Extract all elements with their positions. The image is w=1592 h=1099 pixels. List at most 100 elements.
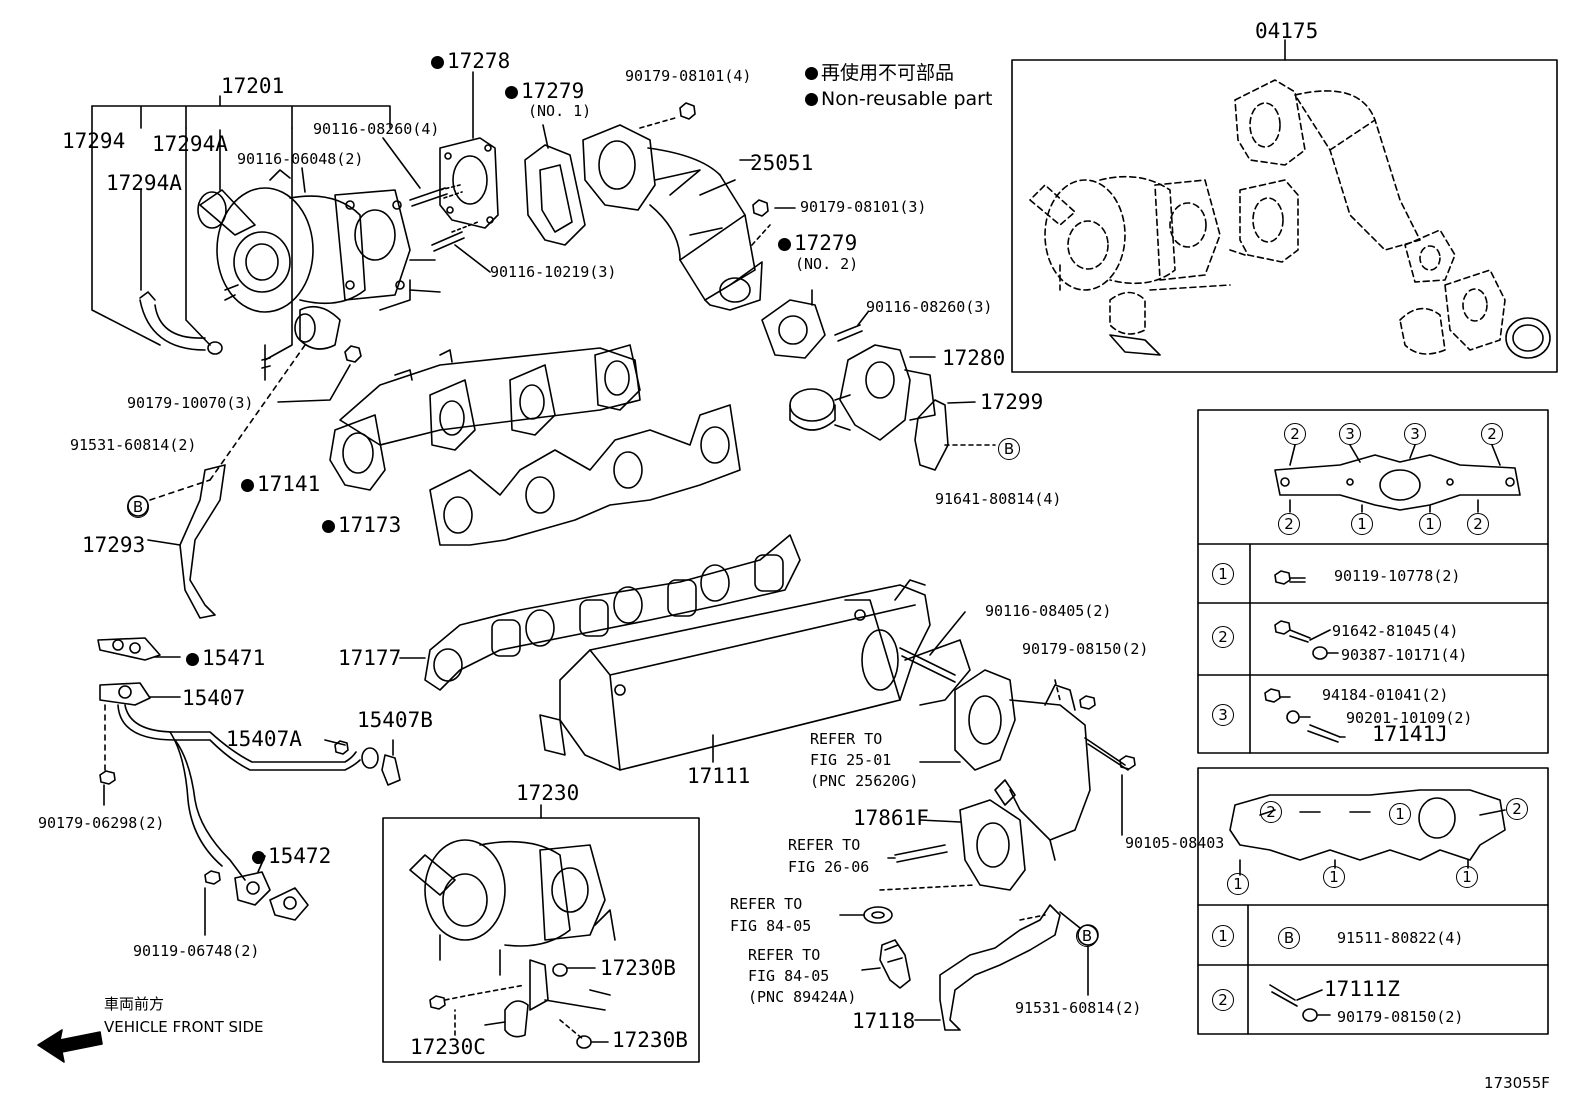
part-label-17230b-2: 17230B — [612, 1028, 688, 1052]
assembly-04175-art — [1029, 79, 1506, 355]
table2-circle: 1 — [1456, 865, 1478, 888]
part-label-17230: 17230 — [516, 781, 580, 805]
part-label-90116-10219: 90116-10219(3) — [490, 263, 617, 281]
part-label-17111: 17111 — [687, 764, 751, 788]
part-label-90116-08260-4: 90116-08260(4) — [313, 120, 440, 138]
gasket-17173-art — [429, 404, 741, 546]
part-label-17118: 17118 — [852, 1009, 916, 1033]
table1-row-key: 2 — [1212, 625, 1234, 648]
table2-circle: 2 — [1260, 800, 1282, 823]
part-label-15407b: 15407B — [357, 708, 433, 732]
refer-26-06-line2: FIG 26-06 — [788, 858, 870, 876]
non-reusable-dot-icon — [186, 653, 199, 666]
table1-circle: 3 — [1339, 422, 1361, 445]
table1-row-key: 1 — [1212, 562, 1234, 585]
figure-id: 173055F — [1484, 1074, 1550, 1092]
part-label-17201: 17201 — [221, 74, 285, 98]
part-label-17278: 17278 — [431, 50, 510, 72]
part-label-17173: 17173 — [322, 514, 401, 536]
part-label-15407a: 15407A — [226, 727, 302, 751]
part-label-17279-no2: 17279 — [778, 232, 857, 254]
part-label-90179-08150: 90179-08150(2) — [1022, 640, 1149, 658]
non-reusable-dot-icon — [505, 86, 518, 99]
part-label-17230b: 17230B — [600, 956, 676, 980]
legend-jp: 再使用不可部品 — [805, 62, 954, 84]
non-reusable-dot-icon — [322, 520, 335, 533]
table2-circle: 1 — [1323, 865, 1345, 888]
part-label-17294: 17294 — [62, 129, 126, 153]
part-label-17299: 17299 — [980, 390, 1044, 414]
part-label-25051: 25051 — [750, 151, 814, 175]
turbocharger-17201-art — [91, 95, 479, 381]
b-marker: B — [127, 495, 149, 518]
refer-25-01-line2: FIG 25-01 — [810, 751, 892, 769]
part-label-90116-06048: 90116-06048(2) — [237, 150, 364, 168]
cooler-17111-art — [539, 579, 971, 771]
b-marker: B — [998, 437, 1020, 460]
part-label-17177: 17177 — [338, 646, 402, 670]
part-label-17294a: 17294A — [152, 132, 228, 156]
part-label-90119-06748: 90119-06748(2) — [133, 942, 260, 960]
part-label-90105-08403: 90105-08403 — [1125, 834, 1225, 852]
part-label-17280: 17280 — [942, 346, 1006, 370]
part-label-no2: (NO. 2) — [795, 255, 859, 273]
b-marker: B — [1076, 924, 1098, 947]
refer-25-01-line1: REFER TO — [810, 730, 883, 748]
part-label-15471: 15471 — [186, 647, 265, 669]
part-label-90179-06298: 90179-06298(2) — [38, 814, 165, 832]
non-reusable-dot-icon — [805, 67, 818, 80]
table1-part-91642-81045: 91642-81045(4) — [1332, 622, 1459, 640]
non-reusable-dot-icon — [805, 93, 818, 106]
table2-part-90179-08150: 90179-08150(2) — [1337, 1008, 1464, 1026]
table2-circle: 1 — [1227, 872, 1249, 895]
refer-84-05b-line3: (PNC 89424A) — [748, 988, 857, 1006]
refer-84-05b-line1: REFER TO — [748, 946, 821, 964]
table1-circle: 2 — [1467, 512, 1489, 535]
refer-84-05b-line2: FIG 84-05 — [748, 967, 830, 985]
part-label-17141: 17141 — [241, 473, 320, 495]
part-label-17294a-2: 17294A — [106, 171, 182, 195]
refer-25-01-line3: (PNC 25620G) — [810, 772, 919, 790]
non-reusable-dot-icon — [778, 238, 791, 251]
egr-elbow-art — [954, 669, 1091, 891]
refer-26-06-line1: REFER TO — [788, 836, 861, 854]
part-label-90179-08101-3: 90179-08101(3) — [800, 198, 927, 216]
legend-en: Non-reusable part — [805, 88, 992, 110]
turbocharger-17230-art — [409, 839, 616, 1038]
table1-part-94184-01041: 94184-01041(2) — [1322, 686, 1449, 704]
table2-row-key: 1 — [1212, 924, 1234, 947]
table1-circle: 2 — [1278, 512, 1300, 535]
table2-b-marker: B — [1278, 926, 1300, 949]
table2-part-17111z: 17111Z — [1324, 977, 1400, 1001]
table1-part-90119-10778: 90119-10778(2) — [1334, 567, 1461, 585]
table2-circle: 1 — [1389, 802, 1411, 825]
valve-17280-art — [789, 344, 936, 441]
part-label-17230c: 17230C — [410, 1035, 486, 1059]
part-label-17861f: 17861F — [853, 806, 929, 830]
non-reusable-dot-icon — [431, 56, 444, 69]
gasket-17177-art — [424, 534, 801, 691]
part-label-91641-80814: 91641-80814(4) — [935, 490, 1062, 508]
non-reusable-dot-icon — [252, 851, 265, 864]
table1-circle: 3 — [1404, 422, 1426, 445]
table1-part-90201-10109: 90201-10109(2) — [1346, 709, 1473, 727]
part-label-91531-60814-b: 91531-60814(2) — [1015, 999, 1142, 1017]
refer-84-05-line2: FIG 84-05 — [730, 917, 812, 935]
part-label-15472: 15472 — [252, 845, 331, 867]
part-label-04175: 04175 — [1255, 19, 1319, 43]
oil-pipe-15407-art — [99, 682, 401, 921]
part-label-91531-60814-a: 91531-60814(2) — [70, 436, 197, 454]
table1-circle: 2 — [1481, 422, 1503, 445]
table1-part-17141j: 17141J — [1372, 722, 1448, 746]
part-label-no1: (NO. 1) — [528, 102, 592, 120]
exhaust-manifold-17141-art — [329, 344, 641, 491]
table2-row-key: 2 — [1212, 988, 1234, 1011]
part-label-90116-08405: 90116-08405(2) — [985, 602, 1112, 620]
table1-part-90387-10171: 90387-10171(4) — [1341, 646, 1468, 664]
part-label-17279-no1: 17279 — [505, 80, 584, 102]
table1-circle: 1 — [1419, 512, 1441, 535]
refer-84-05-line1: REFER TO — [730, 895, 803, 913]
table2-circle: 2 — [1506, 797, 1528, 820]
